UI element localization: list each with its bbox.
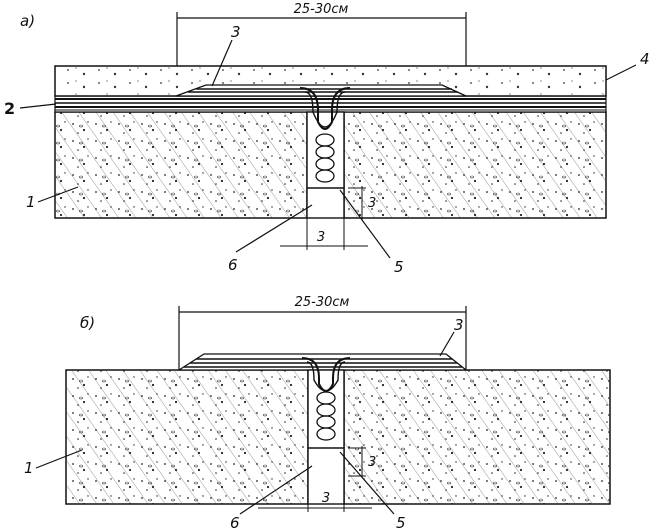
figure-a-gap-width: 3 [317,230,325,245]
figure-a-callout-5: 5 [394,258,404,276]
figure-a-joint-gap [299,87,351,219]
figure-a-callout-6: 6 [228,256,238,274]
figure-b-callout-3: 3 [454,316,464,334]
figure-a-concrete-base [54,111,607,219]
figure-b-dimension: 25-30см [178,295,467,370]
figure-b-leaders [35,331,455,515]
figure-a-callout-3: 3 [231,23,241,41]
figure-b-dimension-text: 25-30см [295,295,350,310]
figure-a-protective-screed [54,65,607,97]
figure-b-callout-5: 5 [396,514,406,532]
figure-a-callout-1: 1 [26,193,36,211]
figure-a-callout-2: 2 [4,99,15,118]
figure-b-reinforcing-strip [176,353,468,371]
figure-b-callout-1: 1 [24,459,34,477]
figure-a-u-compensator [299,87,351,130]
figure-a-dimension-text: 25-30см [294,2,349,17]
figure-a-compensator-filler [315,133,335,183]
figure-a: а) 25-30см [4,2,650,276]
figure-b-gap-height: 3 [368,455,376,470]
figure-a-leaders [19,39,637,259]
figure-b-label: б) [80,314,95,332]
figure-a-callout-4: 4 [640,50,650,68]
figure-a-label: а) [20,12,35,30]
figure-b-compensator-filler [316,391,336,441]
figure-a-gap-dimension [280,186,368,250]
figure-b-gap-width: 3 [322,491,330,506]
figure-a-reinforcing-strip [175,84,467,97]
figure-a-membrane-layers [54,95,607,113]
figure-b-callout-6: 6 [230,514,240,532]
figure-b: б) 25-30см [24,295,611,532]
figure-b-gap-dimension [258,446,372,512]
figure-b-joint-gap [301,357,351,505]
figure-a-dimension: 25-30см [176,2,467,90]
figure-a-gap-height: 3 [368,196,376,211]
